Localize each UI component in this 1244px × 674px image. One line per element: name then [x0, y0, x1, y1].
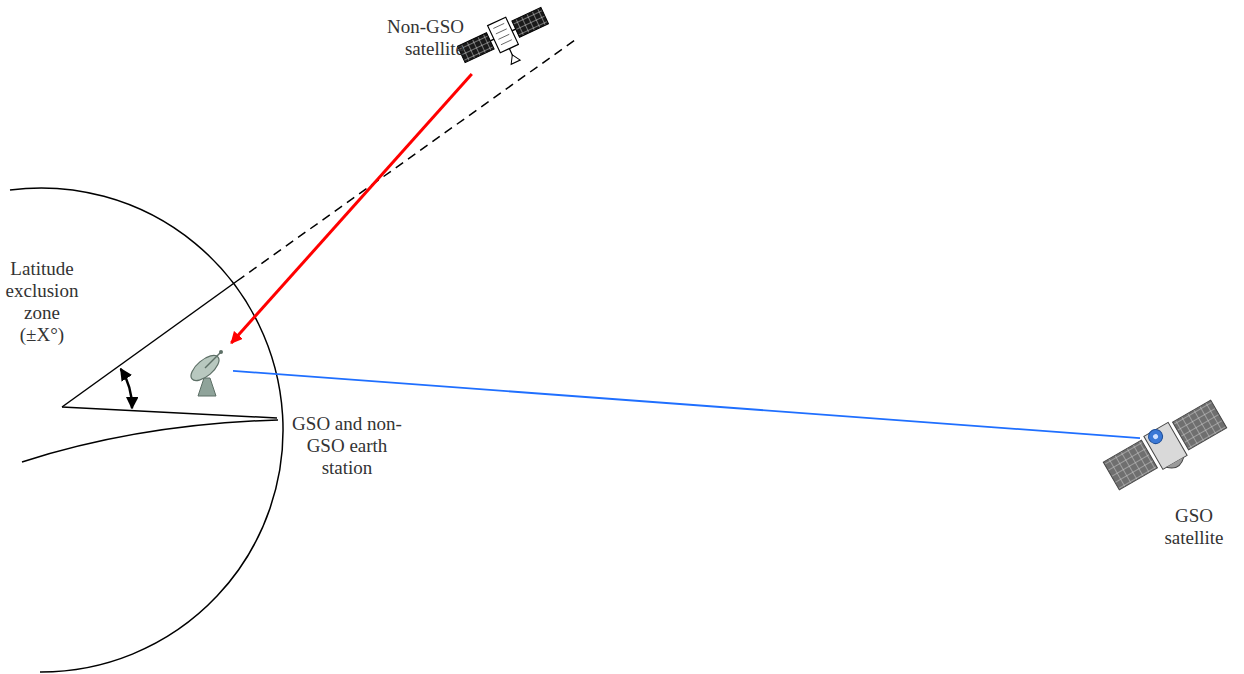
satellite-icon	[1102, 398, 1231, 498]
earth-station-node: GSO and non-GSO earth station	[183, 343, 233, 395]
zone-label: Latitude exclusion zone (±X°)	[2, 258, 82, 346]
wedge-line	[62, 407, 277, 418]
node-label: GSO and non-GSO earth station	[287, 413, 407, 479]
node-label: GSO satellite	[1158, 505, 1230, 549]
dashed-line	[237, 40, 575, 281]
node-label: Non-GSO satellite	[366, 16, 464, 60]
wedge-line	[62, 281, 237, 407]
angle-arrow	[121, 369, 132, 408]
satellite-node: GSO satellite	[1140, 405, 1190, 475]
satellite-icon	[455, 2, 557, 82]
signal-link	[231, 74, 472, 343]
earth-curve	[22, 420, 278, 462]
satellite-node: Non-GSO satellite	[468, 2, 540, 74]
antenna-icon	[187, 350, 223, 396]
